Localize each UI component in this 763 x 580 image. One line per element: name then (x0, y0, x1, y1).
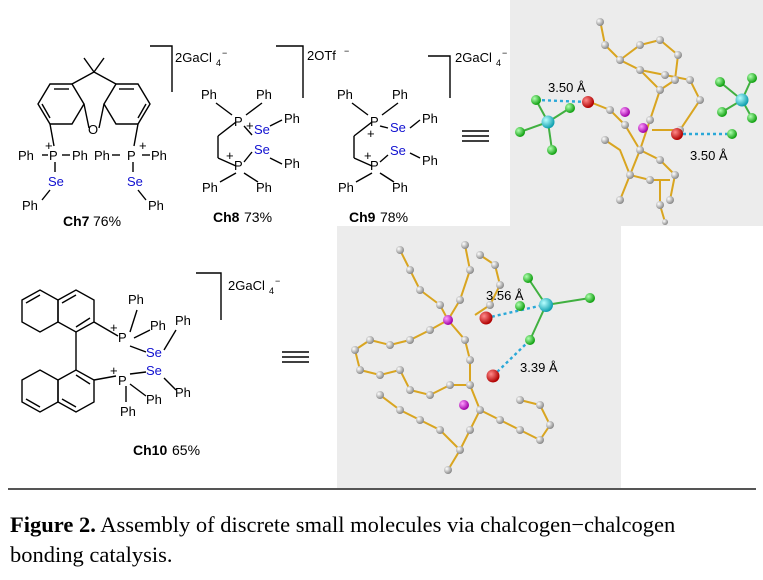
ch10-structure (21, 289, 177, 413)
ch8-ph-2: Ph (256, 87, 272, 102)
ch9-ph-1: Ph (337, 87, 353, 102)
ch7-counterion-sup: − (222, 48, 227, 58)
ch8-yield: 73% (244, 209, 272, 225)
ch9-ph-3: Ph (422, 111, 438, 126)
distance-label-4: 3.39 Å (520, 360, 558, 375)
ch10-counterion-sup: − (275, 276, 280, 286)
ch9-ph-5: Ph (338, 180, 354, 195)
ch8-p-1: P (234, 114, 243, 129)
ch9-p-2: P (370, 158, 379, 173)
equivalence-sign-1 (462, 130, 489, 142)
ch7-structure (37, 57, 151, 201)
ch7-ph-3: Ph (22, 198, 38, 213)
ch7-se-1: Se (48, 174, 64, 189)
ch9-yield: 78% (380, 209, 408, 225)
ch10-ph-1: Ph (128, 292, 144, 307)
ch7-counterion-sub: 4 (216, 58, 221, 68)
ch9-p-1: P (370, 114, 379, 129)
ch7-ph-5: Ph (151, 148, 167, 163)
ch10-ph-3: Ph (175, 313, 191, 328)
ch8-plus-2: + (226, 148, 234, 163)
ch10-p-1: P (118, 330, 127, 345)
ch9-se-1: Se (390, 120, 406, 135)
ch8-p-2: P (234, 158, 243, 173)
ch7-oxygen: O (88, 122, 98, 137)
ch7-plus-2: + (139, 138, 147, 153)
ch10-plus-2: + (110, 363, 118, 378)
figure-caption: Figure 2. Assembly of discrete small mol… (10, 510, 750, 570)
distance-label-3: 3.56 Å (486, 288, 524, 303)
ch10-counterion-sub: 4 (269, 286, 274, 296)
ch9-ph-4: Ph (422, 153, 438, 168)
ch7-ph-4: Ph (94, 148, 110, 163)
ch8-structure (215, 102, 283, 183)
ch10-crystal-model (351, 241, 595, 474)
ch7-counterion: 2GaCl (175, 50, 212, 65)
equivalence-sign-2 (282, 351, 309, 363)
ch7-se-2: Se (127, 174, 143, 189)
ch9-counterion-sup: − (502, 48, 507, 58)
ch9-plus-1: + (367, 126, 375, 141)
ch7-yield: 76% (93, 213, 121, 229)
crystal-structure-ch10 (337, 226, 621, 488)
ch10-se-1: Se (146, 345, 162, 360)
ch9-ph-6: Ph (392, 180, 408, 195)
ch9-counterion-sub: 4 (496, 58, 501, 68)
caption-divider (8, 488, 756, 490)
ch7-p-2: P (127, 148, 136, 163)
ch7-p-1: P (49, 148, 58, 163)
ch8-se-1: Se (254, 122, 270, 137)
ch9-structure (351, 102, 421, 183)
ch10-yield: 65% (172, 442, 200, 458)
ch9-counterion: 2GaCl (455, 50, 492, 65)
ch8-counterion-sup: − (344, 46, 349, 56)
ch10-ph-4: Ph (175, 385, 191, 400)
ch7-ph-6: Ph (148, 198, 164, 213)
ch8-plus-1: + (246, 118, 254, 133)
ch8-ph-4: Ph (284, 156, 300, 171)
ch8-counterion: 2OTf (307, 48, 336, 63)
ch7-ph-1: Ph (18, 148, 34, 163)
ch8-ph-1: Ph (201, 87, 217, 102)
ch7-label: Ch7 (63, 213, 90, 229)
ch10-ph-6: Ph (120, 404, 136, 419)
ch8-ph-6: Ph (256, 180, 272, 195)
caption-label: Figure 2. (10, 512, 96, 537)
ch8-label: Ch8 (213, 209, 240, 225)
ch9-se-2: Se (390, 143, 406, 158)
distance-label-2: 3.50 Å (690, 148, 728, 163)
ch10-ph-2: Ph (150, 318, 166, 333)
ch10-counterion: 2GaCl (228, 278, 265, 293)
ch7-plus-1: + (45, 138, 53, 153)
ch9-plus-2: + (364, 148, 372, 163)
ch10-ph-5: Ph (146, 392, 162, 407)
ch10-se-2: Se (146, 363, 162, 378)
ch8-se-2: Se (254, 142, 270, 157)
ch9-ph-2: Ph (392, 87, 408, 102)
ch10-label: Ch10 (133, 442, 167, 458)
ch8-ph-5: Ph (202, 180, 218, 195)
ch10-p-2: P (118, 373, 127, 388)
ch7-crystal-model (515, 18, 757, 225)
distance-label-1: 3.50 Å (548, 80, 586, 95)
ch10-plus-1: + (110, 320, 118, 335)
ch7-ph-2: Ph (72, 148, 88, 163)
ch8-ph-3: Ph (284, 111, 300, 126)
caption-text: Assembly of discrete small molecules via… (10, 512, 676, 567)
ch9-label: Ch9 (349, 209, 376, 225)
